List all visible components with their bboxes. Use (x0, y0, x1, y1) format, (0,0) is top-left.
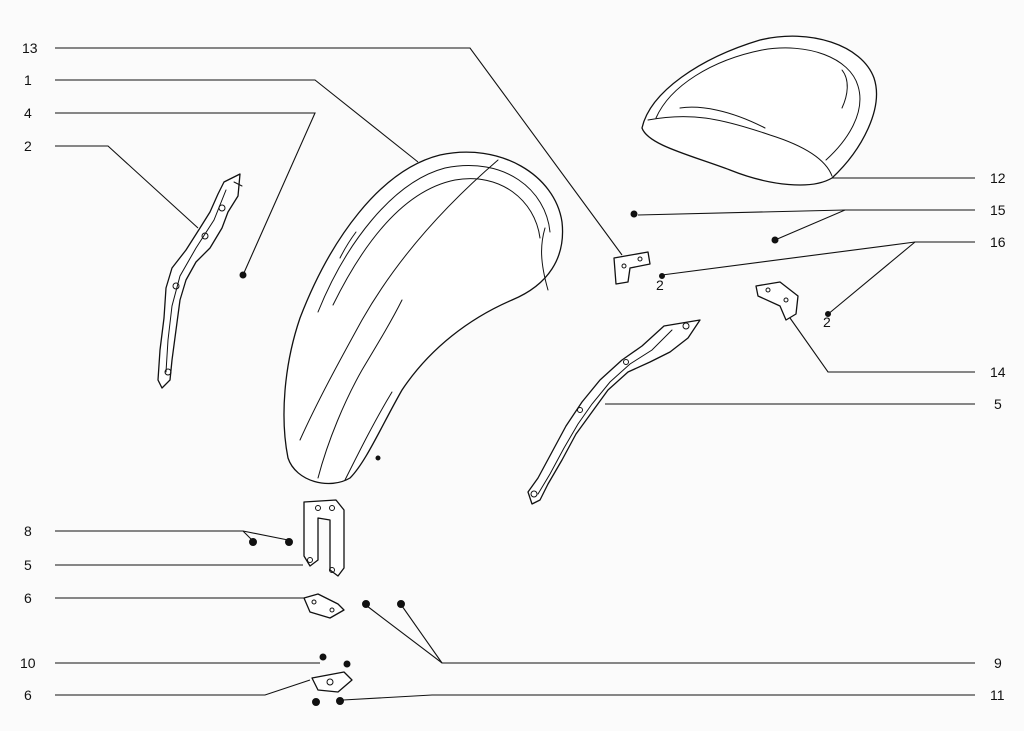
fasteners (239, 210, 831, 706)
leader-1 (55, 79, 419, 163)
fastener-9a (362, 600, 370, 608)
small-plate-lower-part (311, 671, 353, 693)
callout-right-12: 12 (990, 170, 1006, 186)
leader-14 (789, 317, 975, 373)
pillion-pad-part (641, 35, 878, 186)
callout-left-2: 2 (24, 138, 32, 154)
fastener-16a (659, 273, 665, 279)
leader-8b (242, 530, 289, 541)
right-side-rail-part (527, 319, 701, 505)
fastener-8b (285, 538, 293, 546)
fastener-10b (343, 660, 351, 668)
leader-15 (774, 209, 975, 241)
callout-left-5: 5 (24, 557, 32, 573)
leader-9b (401, 605, 443, 664)
main-seat-part (283, 151, 564, 485)
callout-right-9: 9 (994, 655, 1002, 671)
leader-6-lower (55, 679, 311, 696)
fastener-8a (249, 538, 257, 546)
leader-16 (826, 241, 975, 316)
fastener-16b (825, 311, 831, 317)
fastener-9b (397, 600, 405, 608)
lower-mount-bracket-part (303, 499, 345, 577)
callout-left-6b: 6 (24, 687, 32, 703)
callout-left-13: 13 (22, 40, 38, 56)
callout-right-16: 16 (990, 234, 1006, 250)
left-side-rail-part (157, 173, 243, 389)
leader-lines (55, 47, 975, 701)
bolt-label-left: 2 (656, 277, 664, 293)
fastener-11a (312, 698, 320, 706)
bolt-labels: 2 2 (656, 277, 831, 330)
callout-left-6a: 6 (24, 590, 32, 606)
bolt-label-right: 2 (823, 314, 831, 330)
fastener-4 (239, 271, 247, 279)
bracket-14-part (755, 281, 799, 321)
callout-left-8: 8 (24, 523, 32, 539)
callout-left-10: 10 (20, 655, 36, 671)
leader-15b (637, 209, 846, 216)
callouts-right: 12 15 16 14 5 9 11 (990, 170, 1006, 703)
callout-right-11: 11 (990, 687, 1005, 703)
leader-11 (342, 694, 975, 701)
callout-right-15: 15 (990, 202, 1006, 218)
callouts-left: 13 1 4 2 8 5 6 10 6 (20, 40, 38, 703)
small-plate-upper-part (303, 593, 345, 619)
callout-left-4: 4 (24, 105, 32, 121)
fastener-11b (336, 697, 344, 705)
small-bracket-13-part (613, 251, 651, 285)
callout-left-1: 1 (24, 72, 32, 88)
leader-13 (55, 47, 623, 256)
leader-16b (661, 241, 916, 276)
fastener-15b (771, 236, 779, 244)
fastener-15a (630, 210, 638, 218)
leader-9 (366, 605, 975, 664)
fastener-10a (319, 653, 327, 661)
callout-right-14: 14 (990, 364, 1006, 380)
leader-8 (55, 530, 254, 542)
leader-4 (55, 112, 316, 276)
leader-2 (55, 145, 199, 229)
callout-right-5: 5 (994, 396, 1002, 412)
